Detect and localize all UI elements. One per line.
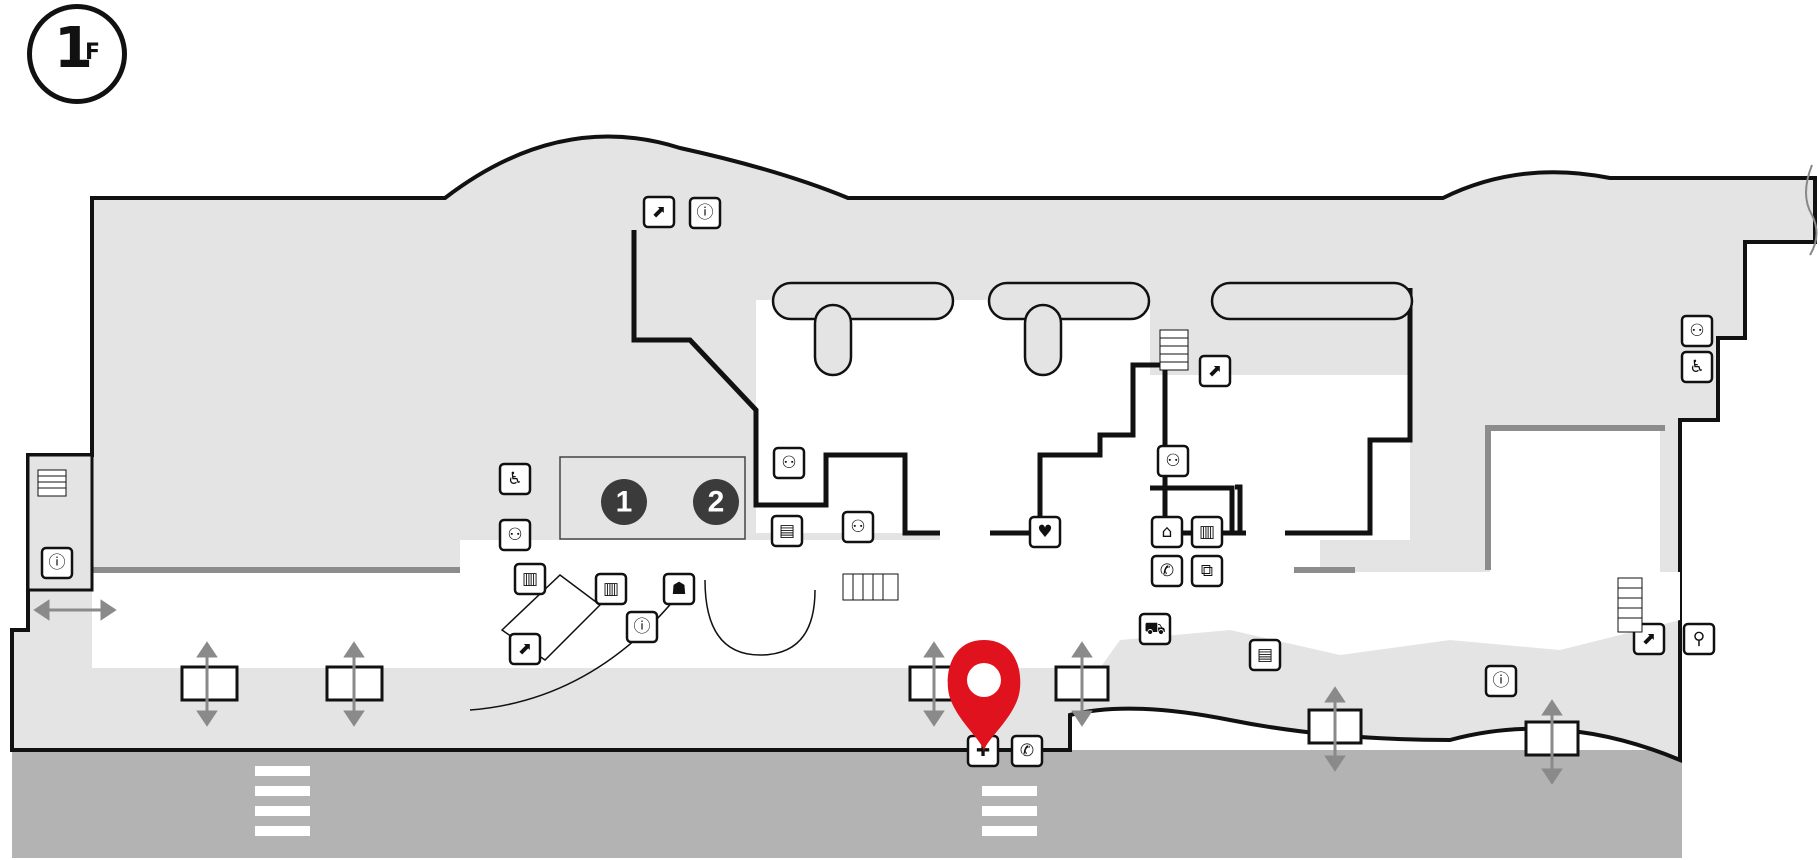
svg-text:⬈: ⬈	[1208, 361, 1222, 381]
two-way-arrow-icon[interactable]	[1324, 686, 1346, 772]
rotunda	[704, 579, 816, 656]
floor-suffix: F	[85, 40, 101, 65]
gate-label-2: 2	[708, 486, 725, 519]
svg-text:⬈: ⬈	[518, 639, 532, 659]
interior-wall-west	[631, 230, 940, 536]
svg-text:ⓘ: ⓘ	[634, 617, 651, 637]
concourse-open-area	[92, 572, 1680, 668]
concourse-curve	[469, 579, 691, 711]
concourse-upper-open	[460, 540, 1320, 572]
bicycle-parking-icon[interactable]: ⚲	[1682, 622, 1716, 656]
two-way-arrow-icon[interactable]	[33, 599, 117, 621]
stairs-icon	[1617, 577, 1643, 633]
accessible-restroom-icon[interactable]: ♿	[1680, 350, 1714, 384]
accessible-restroom-icon[interactable]: ♿	[498, 462, 532, 496]
gate-marker-2[interactable]	[693, 479, 739, 525]
svg-text:⬈: ⬈	[652, 202, 666, 222]
svg-text:⚇: ⚇	[1165, 451, 1180, 471]
information-icon[interactable]: ⓘ	[625, 610, 659, 644]
svg-text:⚇: ⚇	[1689, 321, 1704, 341]
crosswalk-west	[255, 766, 310, 836]
stairs-icon	[37, 469, 67, 497]
location-pin-icon[interactable]	[947, 640, 1021, 752]
svg-text:⌂: ⌂	[1162, 522, 1173, 542]
svg-text:⬈: ⬈	[1642, 629, 1656, 649]
aed-icon[interactable]: ♥	[1028, 515, 1062, 549]
svg-text:♥: ♥	[1037, 522, 1052, 542]
first-aid-icon[interactable]: ✚	[966, 734, 1000, 768]
svg-text:♿: ♿	[1689, 357, 1704, 377]
svg-text:⚇: ⚇	[781, 453, 796, 473]
coin-locker-icon[interactable]: ▥	[1190, 515, 1224, 549]
svg-text:ⓘ: ⓘ	[697, 203, 714, 223]
interior-wall-center-b	[1150, 485, 1246, 536]
svg-text:⧉: ⧉	[1201, 561, 1213, 581]
stairs-icon	[842, 573, 899, 601]
svg-text:▥: ▥	[603, 579, 619, 599]
svg-text:▥: ▥	[1199, 522, 1215, 542]
platform-1	[771, 281, 955, 377]
floor-number: 1	[54, 16, 93, 81]
svg-text:ⓘ: ⓘ	[1493, 671, 1510, 691]
platform-3	[1210, 281, 1414, 321]
svg-text:☗: ☗	[671, 579, 686, 599]
svg-text:ⓘ: ⓘ	[49, 553, 66, 573]
telephone-icon[interactable]: ✆	[1150, 554, 1184, 588]
interior-wall-center	[990, 362, 1243, 536]
svg-text:▥: ▥	[522, 569, 538, 589]
ticket-counter-icon[interactable]: ☗	[662, 572, 696, 606]
svg-text:▤: ▤	[1257, 645, 1273, 665]
restroom-icon[interactable]: ⚇	[1156, 444, 1190, 478]
taxi-stand-icon[interactable]: ⛟	[1138, 612, 1172, 646]
coin-locker-icon[interactable]: ▥	[594, 572, 628, 606]
svg-text:✆: ✆	[1160, 561, 1174, 581]
two-way-arrow-icon[interactable]	[923, 641, 945, 727]
baggage-icon[interactable]: ⧉	[1190, 554, 1224, 588]
platform-hall	[756, 300, 1410, 540]
gate-label-1: 1	[616, 486, 633, 519]
two-way-arrow-icon[interactable]	[196, 641, 218, 727]
accent-wall-east	[1294, 425, 1665, 573]
restroom-icon[interactable]: ⚇	[1680, 314, 1714, 348]
stairs-icon	[1159, 329, 1189, 371]
ticket-machine-icon[interactable]: ▤	[770, 514, 804, 548]
svg-text:▤: ▤	[779, 521, 795, 541]
interior-wall-east	[1285, 288, 1413, 536]
telephone-icon[interactable]: ✆	[1010, 734, 1044, 768]
svg-text:⚇: ⚇	[850, 517, 865, 537]
platform-2	[987, 281, 1151, 377]
two-way-arrow-icon[interactable]	[343, 641, 365, 727]
information-icon[interactable]: ⓘ	[1484, 664, 1518, 698]
information-icon[interactable]: ⓘ	[688, 196, 722, 230]
escalator-icon[interactable]: ⬈	[1198, 354, 1232, 388]
restroom-icon[interactable]: ⚇	[841, 510, 875, 544]
two-way-arrow-icon[interactable]	[1071, 641, 1093, 727]
floor-indicator: 1 F	[27, 4, 127, 104]
crosswalk-center	[982, 786, 1037, 836]
escalator-icon[interactable]: ⬈	[642, 195, 676, 229]
east-corridor	[1490, 428, 1660, 575]
svg-text:✆: ✆	[1020, 741, 1034, 761]
svg-text:⚲: ⚲	[1693, 629, 1705, 649]
restroom-icon[interactable]: ⚇	[772, 446, 806, 480]
svg-text:✚: ✚	[976, 741, 990, 761]
coin-locker-icon[interactable]: ▥	[513, 562, 547, 596]
svg-text:⚇: ⚇	[507, 525, 522, 545]
svg-text:⛟: ⛟	[1144, 619, 1165, 639]
entrance-notch	[180, 665, 239, 702]
restroom-icon[interactable]: ⚇	[498, 518, 532, 552]
map-continuation-mark	[1805, 164, 1818, 256]
two-way-arrow-icon[interactable]	[1541, 699, 1563, 785]
ticket-machine-icon[interactable]: ▤	[1248, 638, 1282, 672]
svg-text:♿: ♿	[507, 469, 522, 489]
gate-marker-1[interactable]	[601, 479, 647, 525]
elevator-icon[interactable]: ⓘ	[40, 546, 74, 580]
escalator-icon[interactable]: ⬈	[508, 632, 542, 666]
cloakroom-icon[interactable]: ⌂	[1150, 515, 1184, 549]
